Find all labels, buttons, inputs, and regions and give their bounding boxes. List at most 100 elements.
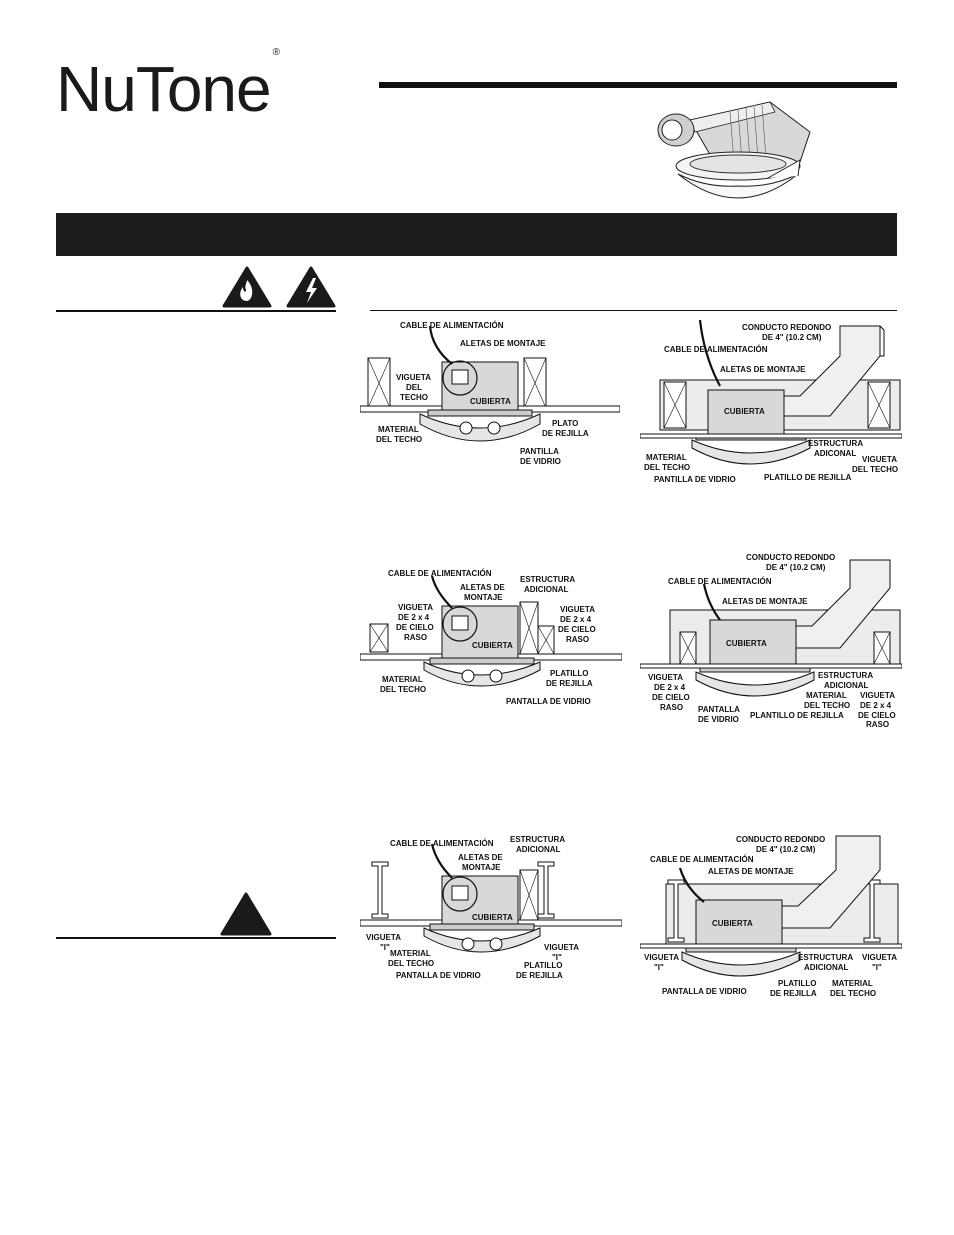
label-joist-2: DEL TECHO [852,465,898,474]
label-grille-plate-1: PLATILLO [524,961,563,970]
diagram-2x4-joist-no-duct: CABLE DE ALIMENTACIÓN ALETAS DE MONTAJE … [360,569,622,706]
electric-shock-warning-icon [286,266,336,308]
label-duct-2: DE 4" (10.2 CM) [756,845,816,854]
registered-mark: ® [272,46,280,58]
label-framing-1: ESTRUCTURA [798,953,853,962]
label-grille-plate-1: PLATO [552,419,578,428]
label-glass-lens-1: PANTILLA [520,447,559,456]
label-joist-right-4: RASO [866,720,889,728]
label-ceiling-material-2: DEL TECHO [804,701,850,710]
label-duct-1: CONDUCTO REDONDO [746,553,835,562]
fire-warning-icon [222,266,272,308]
label-glass-lens-1: PANTALLA [698,705,740,714]
label-power-cable: CABLE DE ALIMENTACIÓN [664,345,768,354]
label-mounting-tabs-2: MONTAJE [464,593,503,602]
brand-logo: NuTone® [56,47,280,126]
label-housing: CUBIERTA [712,919,753,928]
diagram-ceiling-joist-with-duct: CONDUCTO REDONDO DE 4" (10.2 CM) CABLE D… [640,319,902,484]
label-grille-plate-2: DE REJILLA [516,971,563,980]
label-mounting-tabs-1: ALETAS DE [458,853,503,862]
label-joist-right-1: VIGUETA [862,953,897,962]
label-ceiling-material-1: MATERIAL [806,691,847,700]
label-glass-lens-2: DE VIDRIO [520,457,561,466]
label-framing-2: ADICONAL [814,449,856,458]
label-framing-2: ADICIONAL [516,845,561,854]
label-joist-left-1: VIGUETA [648,673,683,682]
label-ceiling-material-1: MATERIAL [832,979,873,988]
label-glass-lens-2: DE VIDRIO [698,715,739,724]
diagram-2x4-joist-with-duct: CONDUCTO REDONDO DE 4" (10.2 CM) CABLE D… [640,553,902,728]
fan-product-illustration [657,101,811,199]
label-grille-plate: PLANTILLO DE REJILLA [750,711,844,720]
label-joist-left-1: VIGUETA [366,933,401,942]
label-ceiling-material-1: MATERIAL [646,453,687,462]
label-ceiling-material-1: MATERIAL [382,675,423,684]
label-joist-2: DEL [406,383,422,392]
label-housing: CUBIERTA [472,913,513,922]
label-framing-1: ESTRUCTURA [520,575,575,584]
label-grille-plate-2: DE REJILLA [542,429,589,438]
label-joist-right-3: DE CIELO [858,711,896,720]
label-joist-right-1: VIGUETA [860,691,895,700]
label-framing-1: ESTRUCTURA [510,835,565,844]
label-mounting-tabs-2: MONTAJE [462,863,501,872]
label-joist-3: TECHO [400,393,428,402]
label-framing-1: ESTRUCTURA [808,439,863,448]
label-joist-right-2: "I" [872,963,882,972]
section-banner [56,213,897,256]
label-ceiling-material-2: DEL TECHO [830,989,876,998]
label-joist-left-2: "I" [654,963,664,972]
label-joist-left-1: VIGUETA [398,603,433,612]
label-housing: CUBIERTA [472,641,513,650]
label-grille-plate: PLATILLO DE REJILLA [764,473,852,482]
label-duct-1: CONDUCTO REDONDO [736,835,825,844]
label-joist-left-4: RASO [660,703,683,712]
label-joist-left-4: RASO [404,633,427,642]
label-joist-1: VIGUETA [862,455,897,464]
label-ceiling-material-2: DEL TECHO [644,463,690,472]
label-mounting-tabs: ALETAS DE MONTAJE [720,365,806,374]
label-duct-2: DE 4" (10.2 CM) [766,563,826,572]
label-joist-left-3: DE CIELO [396,623,434,632]
label-framing-2: ADICIONAL [824,681,869,690]
left-divider-bottom [56,937,336,939]
label-joist-left-3: DE CIELO [652,693,690,702]
label-mounting-tabs-1: ALETAS DE [460,583,505,592]
diagram-ceiling-joist-no-duct: CABLE DE ALIMENTACIÓN ALETAS DE MONTAJE … [360,321,620,466]
label-joist-left-2: DE 2 x 4 [654,683,686,692]
label-grille-plate-1: PLATILLO [550,669,589,678]
label-housing: CUBIERTA [726,639,767,648]
label-joist-left-1: VIGUETA [644,953,679,962]
label-ceiling-material-2: DEL TECHO [376,435,422,444]
label-ceiling-material-1: MATERIAL [390,949,431,958]
label-ceiling-material-2: DEL TECHO [388,959,434,968]
label-joist-left-2: "I" [380,943,390,952]
diagram-i-joist-no-duct: CABLE DE ALIMENTACIÓN ESTRUCTURA ADICION… [360,835,622,980]
label-power-cable: CABLE DE ALIMENTACIÓN [388,569,492,578]
label-glass-lens: PANTILLA DE VIDRIO [654,475,736,484]
label-joist-right-2: "I" [552,953,562,962]
label-grille-plate-1: PLATILLO [778,979,817,988]
label-joist-left-2: DE 2 x 4 [398,613,430,622]
label-mounting-tabs: ALETAS DE MONTAJE [460,339,546,348]
label-duct-1: CONDUCTO REDONDO [742,323,831,332]
label-framing-2: ADICIONAL [524,585,569,594]
label-grille-plate-2: DE REJILLA [546,679,593,688]
label-glass-lens: PANTALLA DE VIDRIO [662,987,747,996]
label-joist-right-2: DE 2 x 4 [860,701,892,710]
label-power-cable: CABLE DE ALIMENTACIÓN [650,855,754,864]
brand-name: NuTone [56,53,272,125]
label-joist-right-3: DE CIELO [558,625,596,634]
diagram-i-joist-with-duct: CONDUCTO REDONDO DE 4" (10.2 CM) CABLE D… [640,835,902,998]
header-rule [379,82,897,88]
label-power-cable: CABLE DE ALIMENTACIÓN [390,839,494,848]
label-housing: CUBIERTA [724,407,765,416]
label-joist-1: VIGUETA [396,373,431,382]
label-housing: CUBIERTA [470,397,511,406]
label-grille-plate-2: DE REJILLA [770,989,817,998]
label-joist-right-2: DE 2 x 4 [560,615,592,624]
label-glass-lens: PANTALLA DE VIDRIO [396,971,481,980]
label-mounting-tabs: ALETAS DE MONTAJE [708,867,794,876]
label-joist-right-4: RASO [566,635,589,644]
label-mounting-tabs: ALETAS DE MONTAJE [722,597,808,606]
